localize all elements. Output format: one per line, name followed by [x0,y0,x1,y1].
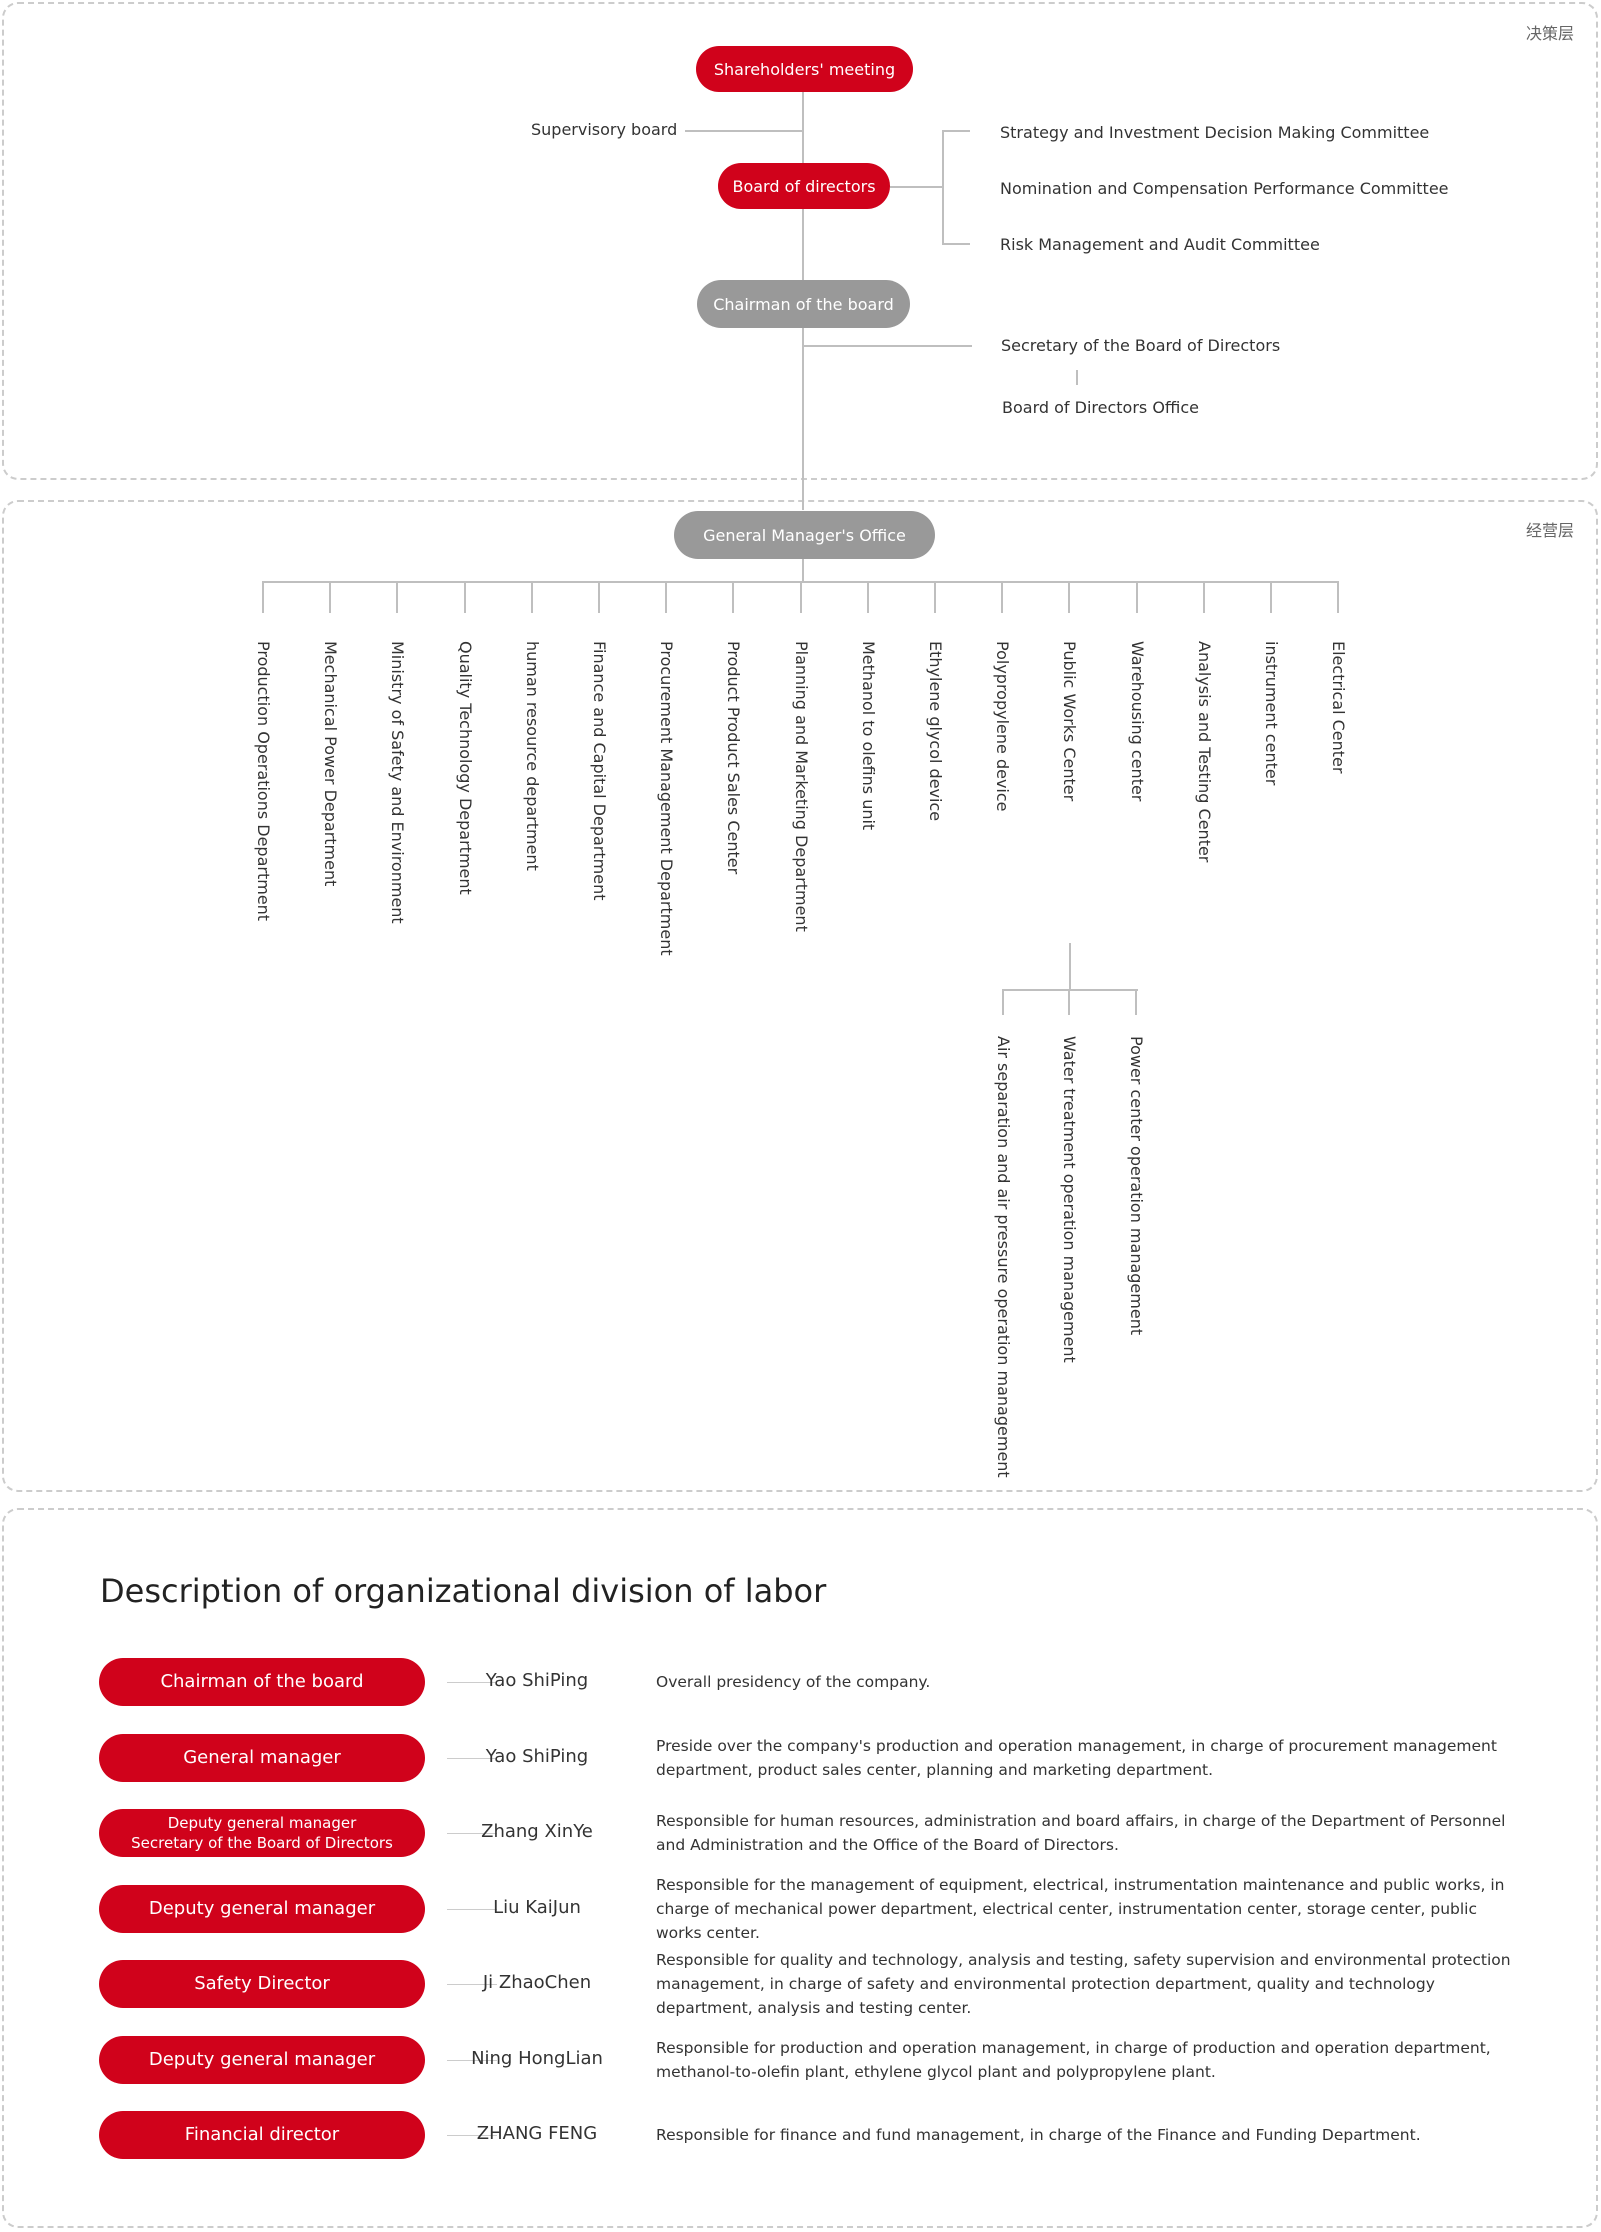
role-pill: Chairman of the board [99,1658,425,1706]
department-item[interactable]: Planning and Marketing Department [792,641,811,932]
chairman-node[interactable]: Chairman of the board [697,280,910,328]
department-connector [1203,581,1205,613]
department-item[interactable]: human resource department [523,641,542,871]
description-title: Description of organizational division o… [100,1572,827,1610]
operation-layer-label: 经营层 [1526,521,1575,540]
duty-text: Responsible for human resources, adminis… [656,1812,1506,1854]
role-pill: Safety Director [99,1960,425,2008]
public-works-drop [1069,943,1071,990]
committee-tick-1 [942,130,970,132]
gm-office-drop [802,559,804,581]
department-connector [1270,581,1272,613]
duty-text: Responsible for quality and technology, … [656,1951,1511,2017]
department-connector [732,581,734,613]
committee-strategy-label: Strategy and Investment Decision Making … [1000,123,1430,142]
department-item[interactable]: Methanol to olefins unit [859,641,878,831]
department-item[interactable]: Product Product Sales Center [724,641,743,875]
department-item[interactable]: Ethylene glycol device [926,641,945,822]
supervisory-board-label: Supervisory board [531,120,678,139]
department-connector [1337,581,1339,613]
duty-text: Overall presidency of the company. [656,1673,931,1691]
row-divider [447,1682,497,1683]
role-pill: General manager [99,1734,425,1782]
row-divider [447,2135,497,2136]
role-pill: Deputy general manager Secretary of the … [99,1809,425,1857]
board-office-label: Board of Directors Office [1002,398,1200,417]
decision-layer-label: 决策层 [1526,24,1575,43]
role-pill: Financial director [99,2111,425,2159]
sub-unit-connector [1002,989,1004,1015]
department-connector [800,581,802,613]
department-connector [262,581,264,613]
row-divider [447,1833,497,1834]
board-of-directors-node[interactable]: Board of directors [718,163,890,209]
row-divider [447,1984,497,1985]
department-item[interactable]: Procurement Management Department [657,641,676,956]
department-connector [1136,581,1138,613]
department-item[interactable]: Electrical Center [1329,641,1348,774]
department-item[interactable]: Polypropylene device [993,641,1012,812]
committee-connector [890,186,942,188]
department-item[interactable]: Mechanical Power Department [321,641,340,887]
role-pill: Deputy general manager [99,1885,425,1933]
row-divider [447,1909,497,1910]
sub-unit-connector [1135,989,1137,1015]
duty-text: Responsible for production and operation… [656,2039,1491,2081]
committee-bracket-vertical [942,130,944,245]
department-item[interactable]: Analysis and Testing Center [1195,641,1214,863]
person-name: Yao ShiPing [485,1670,589,1691]
description-panel [2,1508,1598,2228]
shareholders-meeting-node[interactable]: Shareholders' meeting [696,46,913,92]
committee-risk-label: Risk Management and Audit Committee [1000,235,1320,254]
operation-layer-panel [2,500,1598,1492]
person-name: Zhang XinYe [481,1821,593,1842]
row-divider [447,1758,497,1759]
department-connector [867,581,869,613]
department-item[interactable]: Finance and Capital Department [590,641,609,901]
person-name: Liu KaiJun [493,1897,581,1918]
committee-tick-3 [942,243,970,245]
person-name: Yao ShiPing [485,1746,589,1767]
department-item[interactable]: Warehousing center [1128,641,1147,802]
row-divider [447,2060,497,2061]
person-name: Ji ZhaoChen [482,1972,592,1993]
department-item[interactable]: instrument center [1262,641,1281,786]
department-item[interactable]: Production Operations Department [254,641,273,922]
sub-unit-item[interactable]: Air separation and air pressure operatio… [994,1036,1013,1478]
duty-text: Responsible for finance and fund managem… [656,2126,1421,2144]
department-item[interactable]: Public Works Center [1060,641,1079,802]
department-item[interactable]: Ministry of Safety and Environment [388,641,407,924]
department-connector [934,581,936,613]
sub-unit-item[interactable]: Power center operation management [1127,1036,1146,1336]
department-connector [1068,581,1070,613]
supervisory-connector [685,130,802,132]
secretary-connector [802,345,972,347]
sub-unit-connector [1068,989,1070,1015]
department-connector [396,581,398,613]
spine-into-gm [802,480,804,510]
sub-unit-item[interactable]: Water treatment operation management [1060,1036,1079,1363]
secretary-office-connector [1076,370,1078,385]
duty-text: Preside over the company's production an… [656,1737,1497,1779]
gm-office-node[interactable]: General Manager's Office [674,511,935,559]
department-connector [1001,581,1003,613]
secretary-label: Secretary of the Board of Directors [1001,336,1281,355]
department-connector [598,581,600,613]
sub-unit-bus-line [1002,989,1138,991]
department-connector [665,581,667,613]
department-connector [464,581,466,613]
role-pill: Deputy general manager [99,2036,425,2084]
department-connector [329,581,331,613]
committee-nomination-label: Nomination and Compensation Performance … [1000,179,1449,198]
duty-text: Responsible for the management of equipm… [656,1876,1505,1942]
department-item[interactable]: Quality Technology Department [456,641,475,895]
person-name: Ning HongLian [471,2048,603,2069]
department-connector [531,581,533,613]
person-name: ZHANG FENG [476,2123,598,2144]
